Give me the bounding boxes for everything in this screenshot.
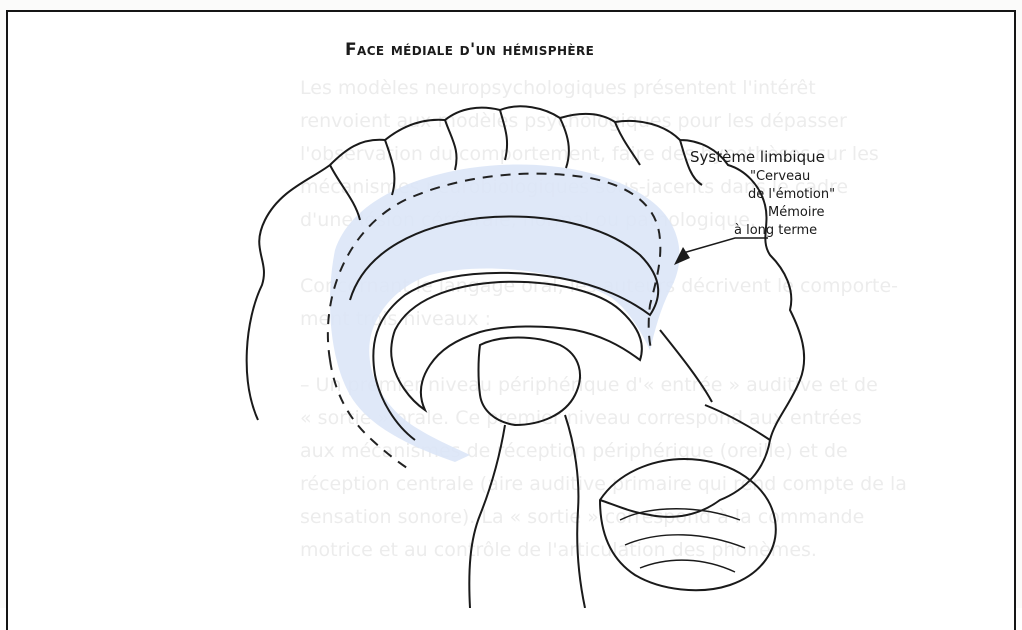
limbic-system-label: Système limbique	[690, 148, 825, 166]
cerebellum	[600, 459, 776, 590]
parieto-occipital-sulcus	[660, 330, 712, 402]
scanned-page: Les modèles neuropsychologiques présente…	[0, 0, 1022, 608]
label-line: "Cerveau	[750, 169, 810, 184]
limbic-region	[330, 165, 680, 462]
corpus-callosum	[391, 282, 642, 410]
calcarine-sulcus	[705, 405, 770, 440]
cerebellum-folia	[620, 509, 745, 572]
thalamus	[479, 338, 581, 426]
label-line: Mémoire	[768, 205, 825, 220]
label-line: à long terme	[734, 223, 817, 238]
label-pointer-line	[683, 238, 768, 253]
brainstem	[469, 415, 585, 608]
brain-medial-view-diagram	[0, 0, 1022, 608]
label-line: de l'émotion"	[748, 187, 835, 202]
